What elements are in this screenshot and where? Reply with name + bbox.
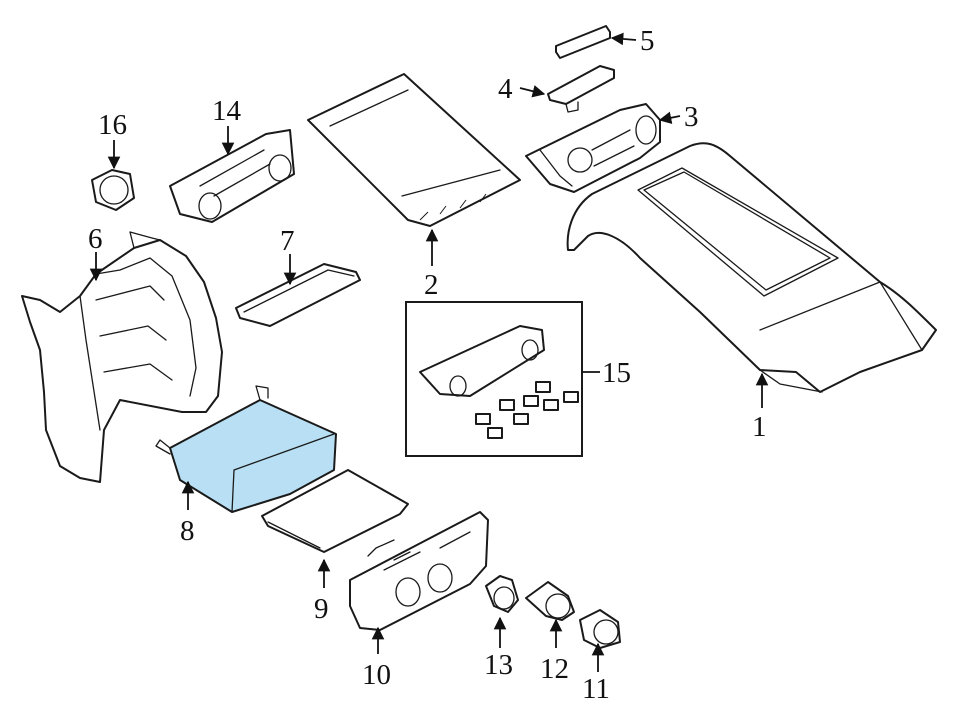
part-10-front-bezel[interactable]: [349, 511, 489, 631]
callout-7: 7: [280, 225, 295, 257]
part-7-strip[interactable]: [235, 263, 361, 327]
inset-box-15: [405, 301, 583, 457]
leader-lines: [89, 32, 769, 672]
part-1-console-body[interactable]: [566, 142, 937, 393]
part-9-tray-mat[interactable]: [261, 469, 409, 553]
part-3-bracket[interactable]: [525, 103, 661, 193]
part-13-socket[interactable]: [485, 575, 519, 613]
callouts: 1 2 3 4 5 6 7 8 9 10 11 12 13 14 15 16: [88, 25, 767, 705]
callout-14: 14: [212, 95, 242, 127]
part-11-plug[interactable]: [579, 609, 621, 649]
callout-13: 13: [484, 649, 513, 681]
callout-4: 4: [498, 73, 513, 105]
callout-5: 5: [640, 25, 655, 57]
callout-10: 10: [362, 659, 391, 691]
part-16-ring[interactable]: [91, 169, 135, 211]
part-5-bar[interactable]: [555, 25, 611, 59]
callout-1: 1: [752, 411, 767, 443]
callout-3: 3: [684, 101, 699, 133]
callout-2: 2: [424, 269, 439, 301]
callout-11: 11: [582, 673, 610, 705]
callout-15: 15: [602, 357, 631, 389]
part-4-clip[interactable]: [547, 65, 615, 113]
callout-6: 6: [88, 223, 103, 255]
callout-8: 8: [180, 515, 195, 547]
callout-12: 12: [540, 653, 569, 685]
part-15-buttons: [475, 381, 579, 439]
part-14-control-panel[interactable]: [169, 129, 295, 223]
part-15-panel[interactable]: [419, 325, 545, 397]
part-2-panel[interactable]: [307, 73, 521, 227]
part-12-socket[interactable]: [525, 581, 575, 621]
callout-16: 16: [98, 109, 127, 141]
callout-9: 9: [314, 593, 329, 625]
